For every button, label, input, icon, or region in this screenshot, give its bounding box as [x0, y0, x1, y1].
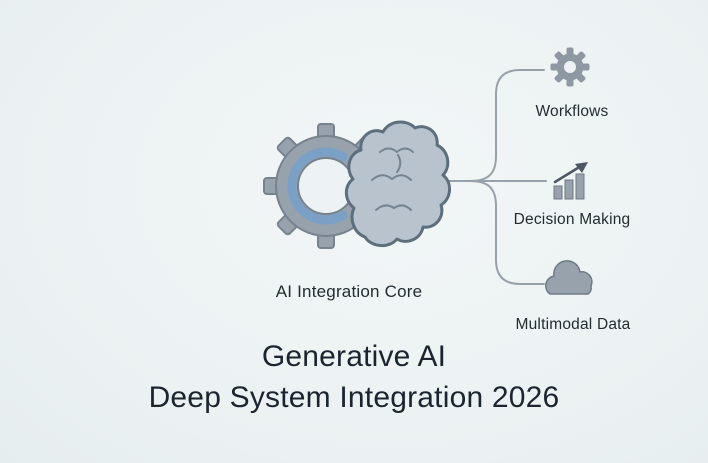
small-gear-hole: [564, 61, 576, 73]
connector-top-branch: [469, 69, 545, 182]
bar-chart-arrow-icon: [553, 162, 588, 200]
node-label-workflows: Workflows: [535, 103, 609, 120]
brain-folds: [371, 147, 414, 211]
gear-brain-icon: [263, 120, 451, 249]
gear-icon: [550, 47, 590, 87]
title-line-1: Generative AI: [261, 340, 447, 373]
gear-hole: [297, 157, 355, 215]
title-block: Generative AI Deep System Integration 20…: [0, 336, 708, 418]
brain-icon: [344, 120, 451, 247]
node-label-decision-making: Decision Making: [513, 211, 631, 228]
node-label-multimodal-data: Multimodal Data: [515, 316, 631, 333]
title-line-2: Deep System Integration 2026: [148, 381, 560, 414]
core-label: AI Integration Core: [275, 282, 423, 301]
connector-bottom-branch: [469, 180, 545, 285]
connector-lines: [440, 69, 547, 285]
gear-blue-arc: [287, 147, 348, 225]
cloud-icon: [545, 260, 593, 295]
